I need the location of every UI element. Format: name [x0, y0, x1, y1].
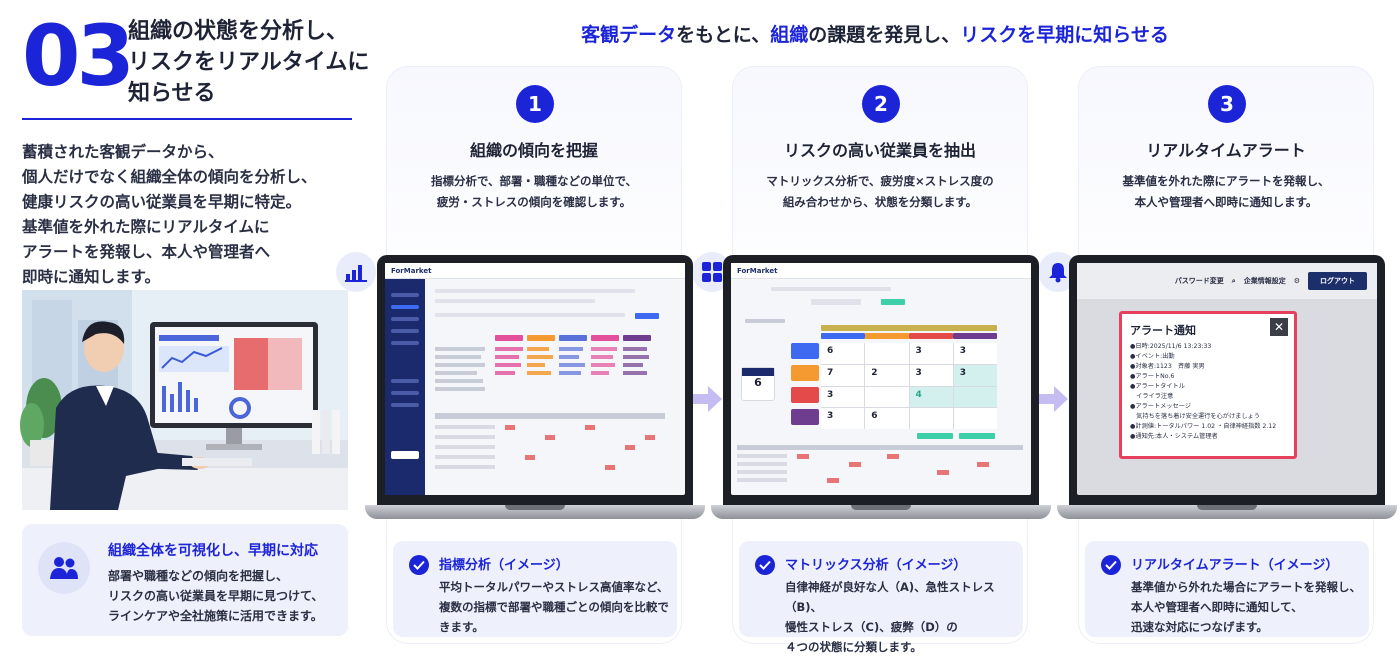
- step-footer-body: 平均トータルパワーやストレス高値率など、 複数の指標で部署や職種ごとの傾向を比較…: [439, 580, 669, 634]
- step-footer-body: 自律神経が良好な人（A)、急性ストレス（B)、 慢性ストレス（C)、疲弊（D）の…: [785, 580, 995, 654]
- app-sidebar: [385, 279, 425, 495]
- alert-screen-header: パスワード変更 ⌕ 企業情報設定 ⚙ ログアウト: [1077, 263, 1377, 299]
- section-title: 組織の状態を分析し、 リスクをリアルタイムに 知らせる: [128, 19, 370, 106]
- main-banner: 客観データをもとに、組織の課題を発見し、リスクを早期に知らせる: [581, 24, 1169, 46]
- realtime-alert-screen: パスワード変更 ⌕ 企業情報設定 ⚙ ログアウト アラート通知 ✕ ●日時:20…: [1077, 263, 1377, 495]
- summary-body: 部署や職種などの傾向を把握し、 リスクの高い従業員を早期に見つけて、 ラインケア…: [108, 569, 324, 623]
- step-footer-body: 基準値から外れた場合にアラートを発報し、 本人や管理者へ即時に通知して、 迅速な…: [1131, 580, 1361, 634]
- step-footer: マトリックス分析（イメージ） 自律神経が良好な人（A)、急性ストレス（B)、 慢…: [739, 541, 1023, 654]
- title-divider: [22, 118, 352, 120]
- matrix-row-labels: [791, 343, 819, 429]
- check-icon: [1101, 555, 1121, 575]
- laptop-mockup: ForMarket 6: [711, 255, 1051, 523]
- step-footer-title: マトリックス分析（イメージ）: [785, 558, 967, 573]
- step-number-badge: 1: [516, 85, 554, 123]
- step-title: リアルタイムアラート: [1146, 141, 1306, 160]
- businessman-at-monitor-illustration: [20, 290, 348, 510]
- step-footer: リアルタイムアラート（イメージ） 基準値から外れた場合にアラートを発報し、 本人…: [1085, 541, 1369, 637]
- laptop-mockup: パスワード変更 ⌕ 企業情報設定 ⚙ ログアウト アラート通知 ✕ ●日時:20…: [1057, 255, 1397, 523]
- step-description: マトリックス分析で、疲労度×ストレス度の 組み合わせから、状態を分類します。: [766, 174, 994, 209]
- password-change-link[interactable]: パスワード変更: [1174, 277, 1224, 285]
- indicator-analysis-screen: ForMarket: [385, 263, 685, 495]
- app-logo: ForMarket: [391, 266, 432, 275]
- arrow-right-icon: [692, 386, 722, 412]
- step-footer-title: リアルタイムアラート（イメージ）: [1131, 558, 1339, 573]
- step-description: 基準値を外れた際にアラートを発報し、 本人や管理者へ即時に通知します。: [1122, 174, 1330, 209]
- laptop-screen: ForMarket 6: [723, 255, 1039, 505]
- laptop-screen: パスワード変更 ⌕ 企業情報設定 ⚙ ログアウト アラート通知 ✕ ●日時:20…: [1069, 255, 1385, 505]
- step-number-badge: 3: [1208, 85, 1246, 123]
- step-card-2: 2 リスクの高い従業員を抽出 マトリックス分析で、疲労度×ストレス度の 組み合わ…: [711, 66, 1051, 654]
- check-icon: [409, 555, 429, 575]
- office-illustration: [20, 290, 348, 510]
- search-icon: ⌕: [1231, 276, 1236, 285]
- check-icon: [755, 555, 775, 575]
- gear-icon: ⚙: [1293, 277, 1300, 285]
- step-title: リスクの高い従業員を抽出: [783, 141, 976, 160]
- arrow-right-icon: [1038, 386, 1068, 412]
- step-title: 組織の傾向を把握: [469, 141, 598, 160]
- step-description: 指標分析で、部署・職種などの単位で、 疲労・ストレスの傾向を確認します。: [430, 174, 638, 209]
- step-footer-title: 指標分析（イメージ）: [439, 558, 569, 573]
- section-number: 03: [22, 7, 135, 105]
- employee-table: [737, 445, 1023, 483]
- step-number-badge: 2: [862, 85, 900, 123]
- close-icon[interactable]: ✕: [1270, 318, 1288, 336]
- matrix-analysis-screen: ForMarket 6: [731, 263, 1031, 495]
- lead-text: 蓄積された客観データから、 個人だけでなく組織全体の傾向を分析し、 健康リスクの…: [22, 143, 317, 286]
- laptop-mockup: ForMarket: [365, 255, 705, 523]
- logout-button[interactable]: ログアウト: [1308, 272, 1367, 290]
- alert-details: ●日時:2025/11/6 13:23:33 ●イベント:出勤 ●対象者:112…: [1130, 343, 1277, 440]
- bar-chart-icon: [336, 252, 376, 292]
- app-logo: ForMarket: [737, 266, 778, 275]
- summary-title: 組織全体を可視化し、早期に対応: [108, 543, 318, 559]
- step-card-3: 3 リアルタイムアラート 基準値を外れた際にアラートを発報し、 本人や管理者へ即…: [1057, 66, 1397, 644]
- total-count-box: 6: [741, 367, 775, 401]
- matrix-grid: 6 3 3 7 2 3 3 3 4 3 6: [821, 343, 997, 429]
- detail-table: [435, 413, 665, 470]
- laptop-screen: ForMarket: [377, 255, 693, 505]
- summary-box: 組織全体を可視化し、早期に対応 部署や職種などの傾向を把握し、 リスクの高い従業…: [22, 524, 348, 636]
- alert-notification-dialog: アラート通知 ✕ ●日時:2025/11/6 13:23:33 ●イベント:出勤…: [1119, 311, 1297, 459]
- indicator-table: [435, 347, 649, 391]
- step-footer: 指標分析（イメージ） 平均トータルパワーやストレス高値率など、 複数の指標で部署…: [393, 541, 677, 637]
- alert-title: アラート通知: [1130, 324, 1196, 337]
- company-settings-link[interactable]: 企業情報設定: [1243, 277, 1286, 285]
- group-people-icon: [38, 542, 90, 594]
- step-card-1: 1 組織の傾向を把握 指標分析で、部署・職種などの単位で、 疲労・ストレスの傾向…: [365, 66, 705, 644]
